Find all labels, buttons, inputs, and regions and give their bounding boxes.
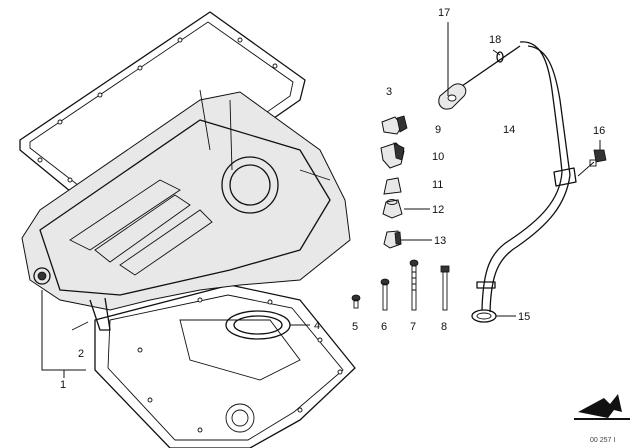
arrow-icon	[574, 394, 630, 420]
grommet	[382, 199, 403, 219]
callout-3: 3	[386, 86, 392, 98]
dipstick-guide-tube	[476, 41, 577, 313]
clip	[383, 230, 402, 249]
seal-ring	[225, 310, 291, 340]
bolt-6	[380, 278, 390, 311]
callout-11: 11	[432, 179, 443, 191]
sleeve	[383, 177, 402, 195]
reference-code: 00 257 I	[590, 437, 615, 444]
o-ring-18	[496, 51, 504, 63]
callout-18: 18	[489, 34, 501, 46]
oil-pan	[21, 89, 351, 331]
bolt-8	[440, 265, 450, 311]
callout-10: 10	[432, 151, 444, 163]
rubber-mount	[381, 115, 408, 135]
dipstick	[438, 45, 521, 110]
callout-7: 7	[410, 321, 416, 333]
leader-lines	[41, 22, 601, 378]
callout-16: 16	[593, 125, 605, 137]
callouts: 1 2 3 4 5 6 7 8 9 10 11 12 13 14 15 16 1…	[60, 7, 605, 391]
callout-5: 5	[352, 321, 358, 333]
lower-gasket	[94, 284, 356, 448]
callout-8: 8	[441, 321, 447, 333]
seal-15	[471, 309, 497, 323]
callout-9: 9	[435, 124, 441, 136]
screw-16	[577, 149, 607, 177]
bush	[380, 142, 405, 169]
callout-13: 13	[434, 235, 446, 247]
callout-17: 17	[438, 7, 450, 19]
bolt-7	[409, 259, 419, 311]
callout-15: 15	[518, 311, 530, 323]
callout-12: 12	[432, 204, 444, 216]
bolt-5	[351, 294, 361, 309]
callout-6: 6	[381, 321, 387, 333]
callout-14: 14	[503, 124, 515, 136]
callout-2: 2	[78, 348, 84, 360]
callout-4: 4	[314, 320, 320, 332]
callout-1: 1	[60, 379, 66, 391]
